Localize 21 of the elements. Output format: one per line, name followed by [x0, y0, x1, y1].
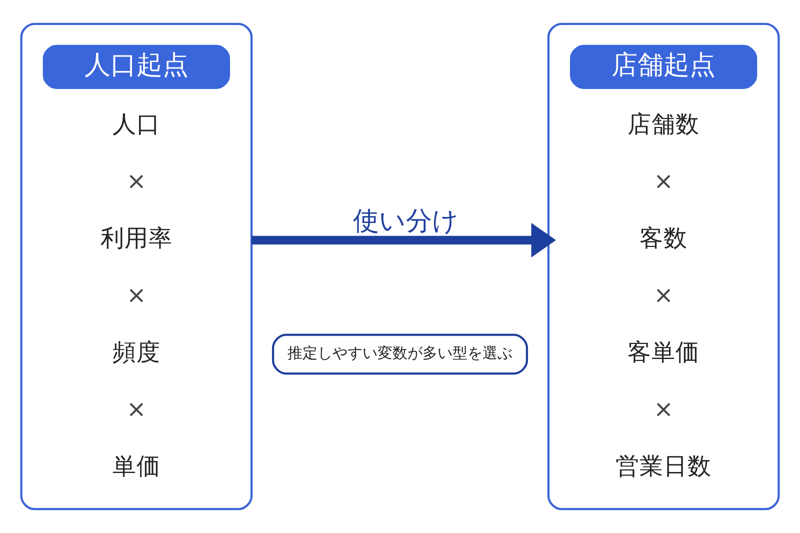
- node-box: 店舗起点: [570, 44, 758, 89]
- node-box: 推定しやすい変数が多い型を選ぶ: [272, 334, 528, 375]
- label: ×: [126, 167, 146, 196]
- label: ×: [654, 395, 674, 424]
- node-text: 頻度: [112, 338, 160, 366]
- label: ×: [654, 281, 674, 310]
- label: ×: [126, 281, 146, 310]
- label: ×: [654, 167, 674, 196]
- node-text: 店舗数: [628, 110, 700, 138]
- node-text: 単価: [112, 452, 160, 480]
- label: ×: [126, 395, 146, 424]
- node-text: 客単価: [628, 338, 700, 366]
- cluster: [547, 22, 780, 510]
- arrow: [252, 222, 556, 258]
- node-text: 営業日数: [616, 452, 712, 480]
- cluster: [20, 22, 253, 510]
- node-text: 客数: [640, 224, 688, 252]
- node-text: 利用率: [100, 224, 172, 252]
- edge-label: 使い分け: [352, 206, 459, 237]
- node-text: 人口: [112, 110, 160, 138]
- node-box: 人口起点: [42, 44, 230, 89]
